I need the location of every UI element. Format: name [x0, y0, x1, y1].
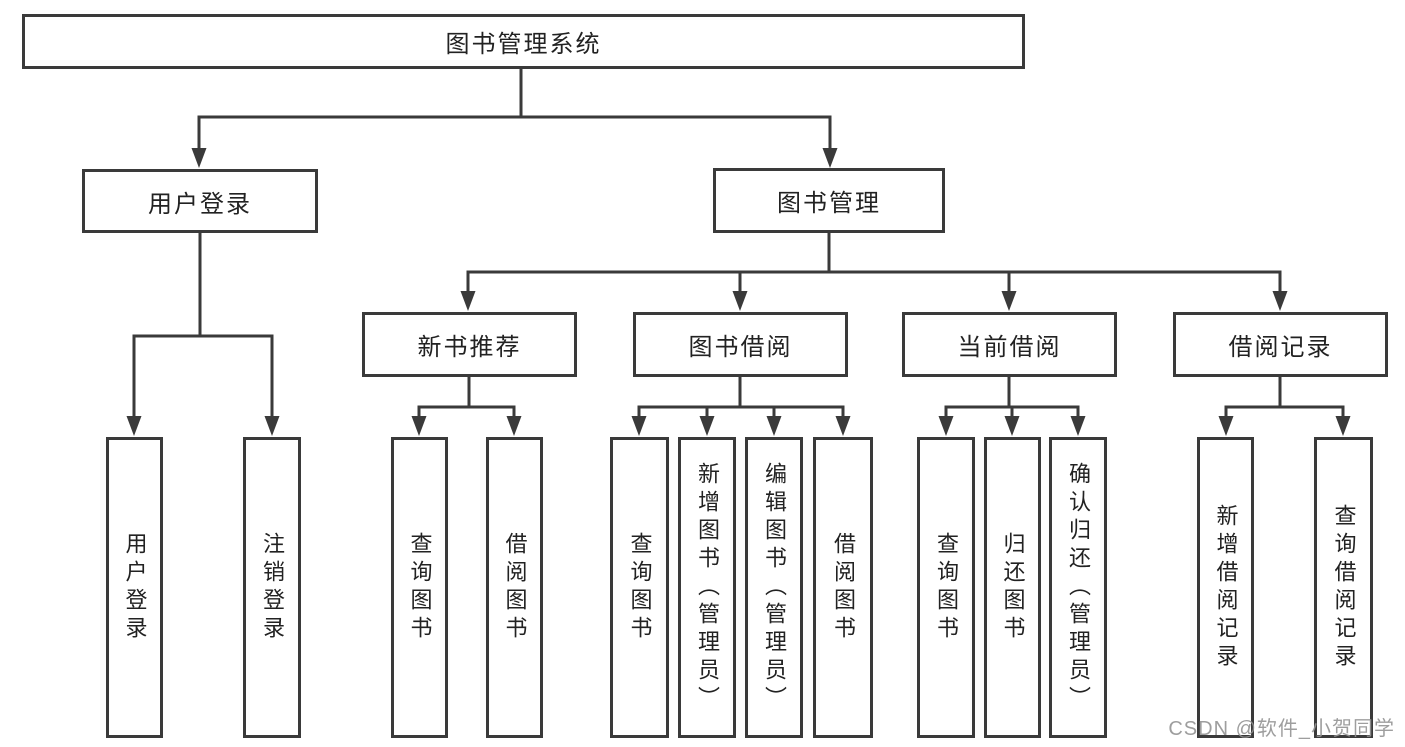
node-borrow-records: 借阅记录	[1173, 312, 1388, 377]
connector-records-to-leaves	[1218, 375, 1351, 436]
leaf-query-borrow-record: 查询借阅记录	[1314, 437, 1373, 738]
connector-borrow-to-leaves	[631, 375, 851, 436]
node-new-book-recommend: 新书推荐	[362, 312, 577, 377]
leaf-edit-books-admin: 编辑图书（管理员）	[745, 437, 803, 738]
leaf-borrow-books-recommend: 借阅图书	[486, 437, 543, 738]
leaf-query-books-recommend: 查询图书	[391, 437, 448, 738]
leaf-logout: 注销登录	[243, 437, 301, 738]
connector-current-to-leaves	[938, 375, 1086, 436]
leaf-confirm-return-admin: 确认归还（管理员）	[1049, 437, 1107, 738]
connector-root-to-level2	[191, 67, 838, 168]
node-book-management: 图书管理	[713, 168, 945, 233]
connector-userlogin-to-leaves	[126, 231, 280, 436]
leaf-add-borrow-record: 新增借阅记录	[1197, 437, 1254, 738]
node-user-login: 用户登录	[82, 169, 318, 233]
leaf-return-books: 归还图书	[984, 437, 1041, 738]
leaf-query-books-current: 查询图书	[917, 437, 975, 738]
connector-newbook-to-leaves	[411, 375, 522, 436]
leaf-query-books-borrow: 查询图书	[610, 437, 669, 738]
watermark: CSDN @软件_小贺同学	[1168, 718, 1395, 740]
leaf-borrow-books: 借阅图书	[813, 437, 873, 738]
node-root-system: 图书管理系统	[22, 14, 1025, 69]
leaf-add-books-admin: 新增图书（管理员）	[678, 437, 736, 738]
leaf-user-login: 用户登录	[106, 437, 163, 738]
connector-bookmgmt-to-level3	[460, 231, 1288, 311]
node-book-borrow: 图书借阅	[633, 312, 848, 377]
node-current-borrow: 当前借阅	[902, 312, 1117, 377]
